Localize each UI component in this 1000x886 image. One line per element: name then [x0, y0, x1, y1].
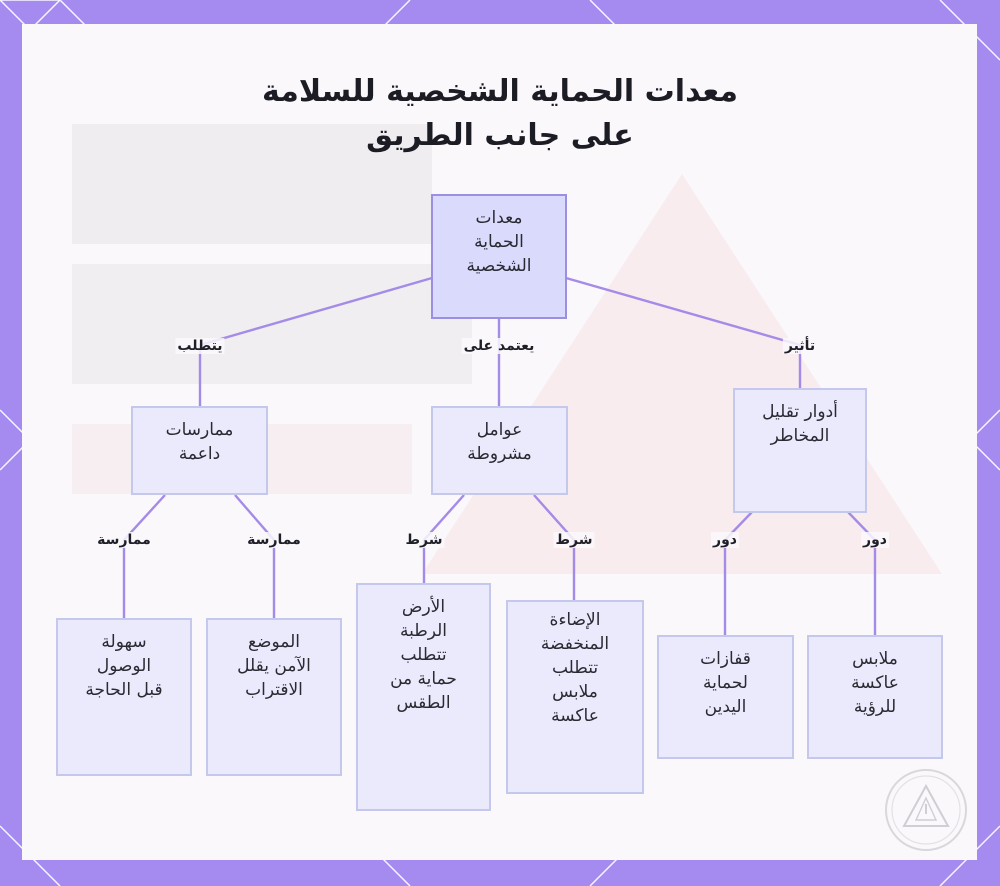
edge-label-practice-b: ممارسة	[245, 532, 303, 548]
edge-label-impact: تأثير	[783, 338, 817, 354]
edge-label-condition-b: شرط	[553, 532, 594, 548]
node-gloves: قفازات لحماية اليدين	[657, 635, 794, 759]
edge-practices-access	[124, 495, 165, 618]
node-reflective-clothing: ملابس عاكسة للرؤية	[807, 635, 943, 759]
node-low-light: الإضاءة المنخفضة تتطلب ملابس عاكسة	[506, 600, 644, 794]
node-risk-reduction-roles: أدوار تقليل المخاطر	[733, 388, 867, 513]
node-supporting-practices: ممارسات داعمة	[131, 406, 268, 495]
edge-label-role-b: دور	[861, 532, 889, 548]
edge-roles-gloves	[725, 512, 752, 635]
edge-label-condition-a: شرط	[403, 532, 444, 548]
edge-practices-position	[235, 495, 274, 618]
warning-triangle-seal-icon	[884, 768, 968, 852]
node-conditional-factors: عوامل مشروطة	[431, 406, 568, 495]
edge-roles-reflective	[848, 512, 875, 635]
edge-label-role-a: دور	[711, 532, 739, 548]
edge-label-depends-on: يعتمد على	[462, 338, 537, 354]
edge-label-requires: يتطلب	[175, 338, 224, 354]
node-access-before-need: سهولة الوصول قبل الحاجة	[56, 618, 192, 776]
node-wet-ground: الأرض الرطبة تتطلب حماية من الطقس	[356, 583, 491, 811]
edge-root-practices	[200, 278, 432, 407]
node-safe-position: الموضع الآمن يقلل الاقتراب	[206, 618, 342, 776]
edge-label-practice-a: ممارسة	[95, 532, 153, 548]
node-ppe-root: معدات الحماية الشخصية	[431, 194, 567, 319]
edge-root-roles	[566, 278, 800, 389]
